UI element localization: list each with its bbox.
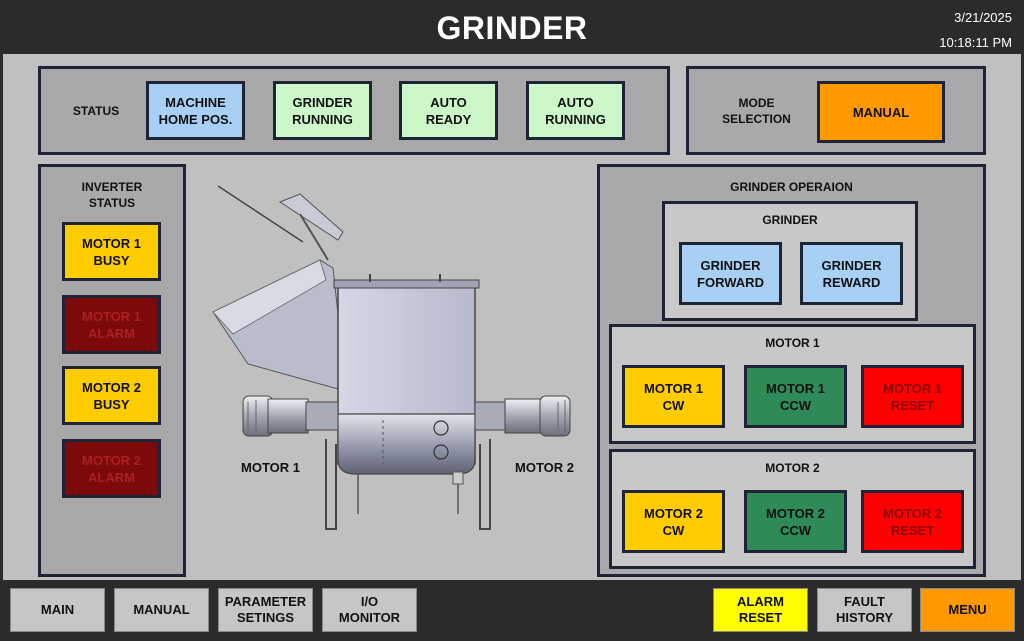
fault-history-nav-button[interactable]: FAULT HISTORY: [817, 588, 912, 632]
motor1-subpanel: MOTOR 1 MOTOR 1 CW MOTOR 1 CCW MOTOR 1 R…: [609, 324, 976, 444]
motor2-ccw-button[interactable]: MOTOR 2 CCW: [744, 490, 847, 553]
main-area: STATUS MACHINE HOME POS. GRINDER RUNNING…: [3, 54, 1021, 580]
manual-mode-button[interactable]: MANUAL: [817, 81, 945, 143]
date-display: 3/21/2025: [954, 10, 1012, 25]
motor2-cw-button[interactable]: MOTOR 2 CW: [622, 490, 725, 553]
machine-home-indicator: MACHINE HOME POS.: [146, 81, 245, 140]
motor1-busy-indicator: MOTOR 1 BUSY: [62, 222, 161, 281]
grinder-subpanel-title: GRINDER: [762, 213, 818, 227]
header-bar: GRINDER 3/21/2025 10:18:11 PM: [0, 0, 1024, 54]
motor1-reset-button[interactable]: MOTOR 1 RESET: [861, 365, 964, 428]
motor1-cw-button[interactable]: MOTOR 1 CW: [622, 365, 725, 428]
time-display: 10:18:11 PM: [939, 35, 1012, 50]
motor2-alarm-indicator: MOTOR 2 ALARM: [62, 439, 161, 498]
page-title: GRINDER: [436, 10, 588, 46]
motor2-subpanel: MOTOR 2 MOTOR 2 CW MOTOR 2 CCW MOTOR 2 R…: [609, 449, 976, 569]
footer-nav: MAIN MANUAL PARAMETER SETINGS I/O MONITO…: [0, 580, 1024, 641]
main-nav-button[interactable]: MAIN: [10, 588, 105, 632]
grinder-subpanel: GRINDER GRINDER FORWARD GRINDER REWARD: [662, 201, 918, 321]
auto-running-indicator: AUTO RUNNING: [526, 81, 625, 140]
mode-selection-label: MODE SELECTION: [722, 96, 791, 126]
status-panel: STATUS MACHINE HOME POS. GRINDER RUNNING…: [38, 66, 670, 155]
motor1-subpanel-title: MOTOR 1: [765, 336, 820, 350]
motor1-illustration-label: MOTOR 1: [241, 460, 300, 475]
motor1-ccw-button[interactable]: MOTOR 1 CCW: [744, 365, 847, 428]
motor2-reset-button[interactable]: MOTOR 2 RESET: [861, 490, 964, 553]
motor2-busy-indicator: MOTOR 2 BUSY: [62, 366, 161, 425]
grinder-operation-panel: GRINDER OPERAION GRINDER GRINDER FORWARD…: [597, 164, 986, 577]
alarm-reset-button[interactable]: ALARM RESET: [713, 588, 808, 632]
parameter-settings-nav-button[interactable]: PARAMETER SETINGS: [218, 588, 313, 632]
motor2-illustration-label: MOTOR 2: [515, 460, 574, 475]
inverter-status-panel: INVERTER STATUS MOTOR 1 BUSY MOTOR 1 ALA…: [38, 164, 186, 577]
mode-panel: MODE SELECTION MANUAL: [686, 66, 986, 155]
menu-button[interactable]: MENU: [920, 588, 1015, 632]
grinder-running-indicator: GRINDER RUNNING: [273, 81, 372, 140]
grinder-operation-title: GRINDER OPERAION: [730, 180, 853, 194]
io-monitor-nav-button[interactable]: I/O MONITOR: [322, 588, 417, 632]
motor1-alarm-indicator: MOTOR 1 ALARM: [62, 295, 161, 354]
status-label: STATUS: [72, 104, 120, 118]
manual-nav-button[interactable]: MANUAL: [114, 588, 209, 632]
grinder-reward-button[interactable]: GRINDER REWARD: [800, 242, 903, 305]
auto-ready-indicator: AUTO READY: [399, 81, 498, 140]
inverter-status-title: INVERTER STATUS: [81, 180, 143, 210]
grinder-machine-illustration: [212, 185, 571, 530]
grinder-forward-button[interactable]: GRINDER FORWARD: [679, 242, 782, 305]
motor2-subpanel-title: MOTOR 2: [765, 461, 820, 475]
